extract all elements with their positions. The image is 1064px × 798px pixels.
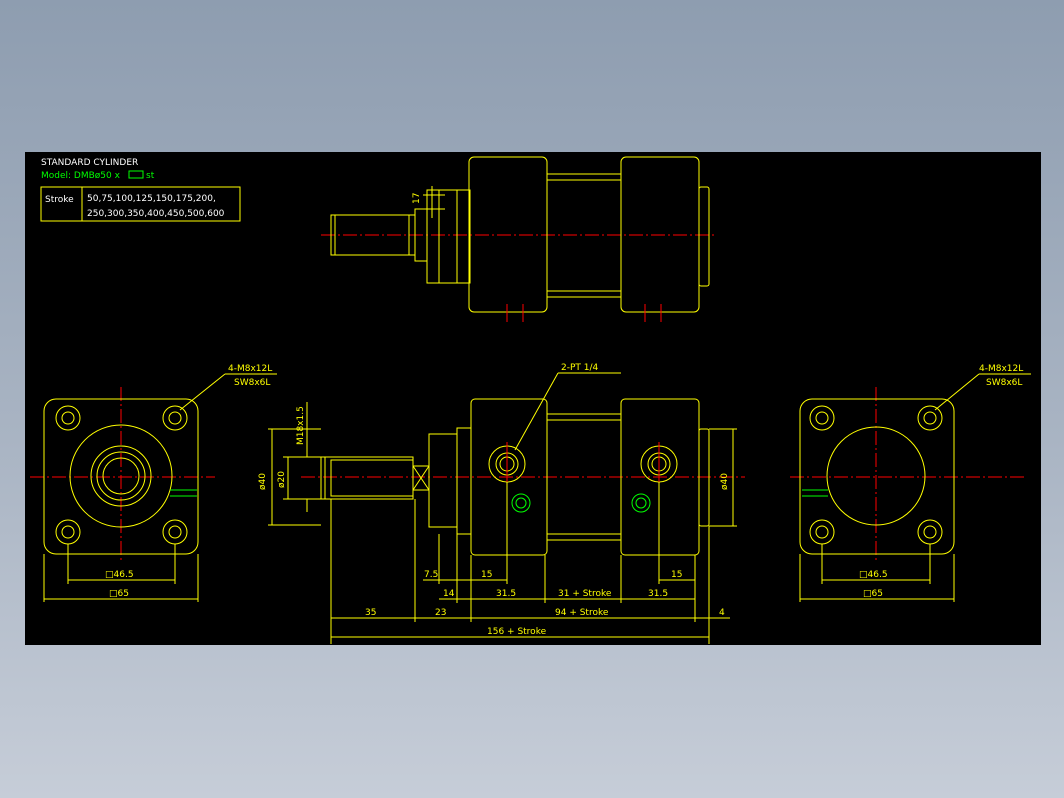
port-callout: 2-PT 1/4	[561, 363, 599, 373]
front-view: 2-PT 1/4 ø40 ø20 M18x1.5 ø40 7.5 15	[258, 363, 745, 644]
left-bolt-callout-1: 4-M8x12L	[228, 364, 272, 374]
dim-15a: 15	[481, 570, 492, 580]
cushion-screw-right	[631, 493, 651, 513]
top-head-cover	[468, 156, 548, 313]
top-view: 17	[321, 156, 715, 322]
left-end-plate	[43, 398, 199, 555]
stroke-table: Stroke 50,75,100,125,150,175,200, 250,30…	[40, 186, 241, 222]
dim-7-5: 7.5	[424, 570, 438, 580]
top-rod-cover	[426, 189, 471, 284]
title-block: STANDARD CYLINDER Model: DMBø50 x st Str…	[40, 158, 241, 222]
dim-14: 14	[443, 589, 455, 599]
left-bolt-callout-2: SW8x6L	[234, 378, 270, 388]
dim-m18: M18x1.5	[296, 406, 306, 445]
dim-4: 4	[719, 608, 725, 618]
cylinder-drawing: STANDARD CYLINDER Model: DMBø50 x st Str…	[30, 156, 1031, 644]
stroke-table-header: Stroke	[45, 195, 74, 205]
left-bolt-tl	[55, 405, 81, 431]
front-piston-rod	[320, 456, 414, 500]
left-bolt-tr	[162, 405, 188, 431]
left-bolt-bl	[55, 519, 81, 545]
left-sq46: □46.5	[105, 570, 134, 580]
dim-31-stroke: 31 + Stroke	[558, 589, 612, 599]
stroke-table-row2: 250,300,350,400,450,500,600	[87, 209, 225, 219]
right-sq46: □46.5	[859, 570, 888, 580]
dim-31-5a: 31.5	[496, 589, 516, 599]
front-head-cover	[470, 398, 548, 556]
dim-d40-left: ø40	[258, 473, 268, 490]
model-label: Model: DMBø50 x	[41, 171, 121, 181]
dim-d20: ø20	[277, 471, 287, 488]
right-bolt-callout-1: 4-M8x12L	[979, 364, 1023, 374]
stroke-table-row1: 50,75,100,125,150,175,200,	[87, 194, 216, 204]
drawing-title: STANDARD CYLINDER	[41, 158, 138, 168]
right-end-view: 4-M8x12L SW8x6L □46.5 □65	[790, 364, 1031, 602]
dim-17: 17	[412, 193, 422, 204]
dim-15b: 15	[671, 570, 682, 580]
dim-31-5b: 31.5	[648, 589, 668, 599]
dim-35: 35	[365, 608, 376, 618]
dim-23: 23	[435, 608, 446, 618]
stroke-placeholder-box	[128, 170, 144, 179]
right-sq65: □65	[863, 589, 883, 599]
left-sq65: □65	[109, 589, 129, 599]
cad-viewport[interactable]: STANDARD CYLINDER Model: DMBø50 x st Str…	[25, 152, 1041, 645]
dim-94-stroke: 94 + Stroke	[555, 608, 609, 618]
cushion-screw-left	[511, 493, 531, 513]
dim-156-stroke: 156 + Stroke	[487, 627, 547, 637]
dim-d40-right: ø40	[720, 473, 730, 490]
right-bolt-callout-2: SW8x6L	[986, 378, 1022, 388]
model-suffix: st	[146, 171, 155, 181]
left-end-view: 4-M8x12L SW8x6L □46.5 □65	[30, 364, 277, 602]
left-bolt-br	[162, 519, 188, 545]
right-end-plate	[799, 398, 955, 555]
